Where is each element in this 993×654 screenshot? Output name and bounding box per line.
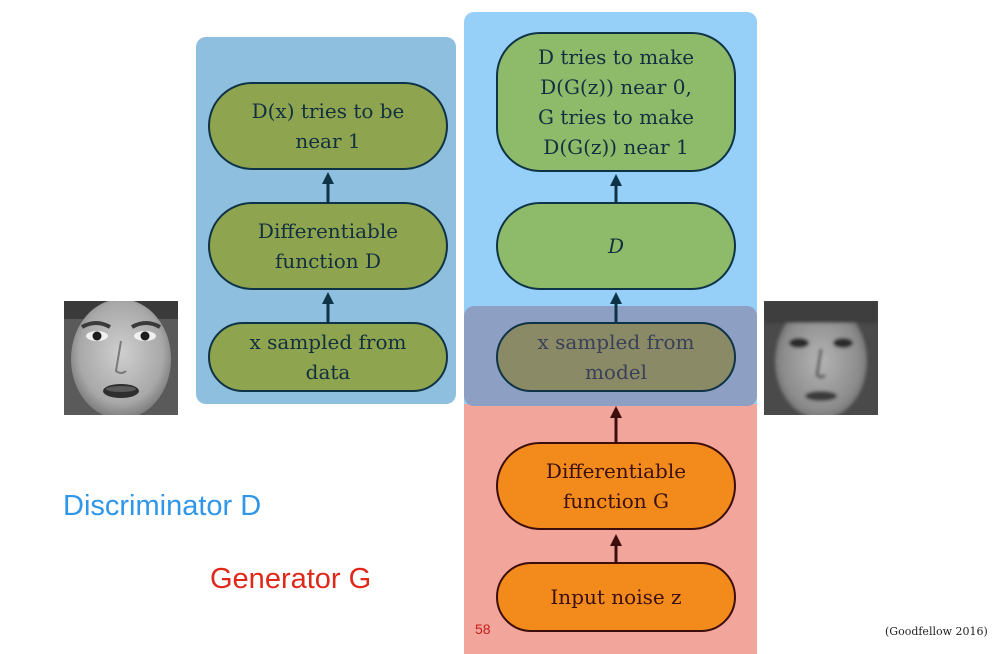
node-input-noise-z: Input noise z [496,562,736,632]
node-x-sampled-from-data: x sampled from data [208,322,448,392]
generated-face-image [764,301,878,415]
node-differentiable-function-g: Differentiable function G [496,442,736,530]
node-differentiable-function-d: Differentiable function D [208,202,448,290]
real-face-image [64,301,178,415]
generator-label: Generator G [210,563,372,595]
node-minimax-objective: D tries to make D(G(z)) near 0, G tries … [496,32,736,172]
citation: (Goodfellow 2016) [885,625,988,638]
node-d: D [496,202,736,290]
page-number: 58 [475,621,491,637]
node-x-sampled-from-model: x sampled from model [496,322,736,392]
node-d-of-x-near-1: D(x) tries to be near 1 [208,82,448,170]
discriminator-label: Discriminator D [63,490,262,522]
